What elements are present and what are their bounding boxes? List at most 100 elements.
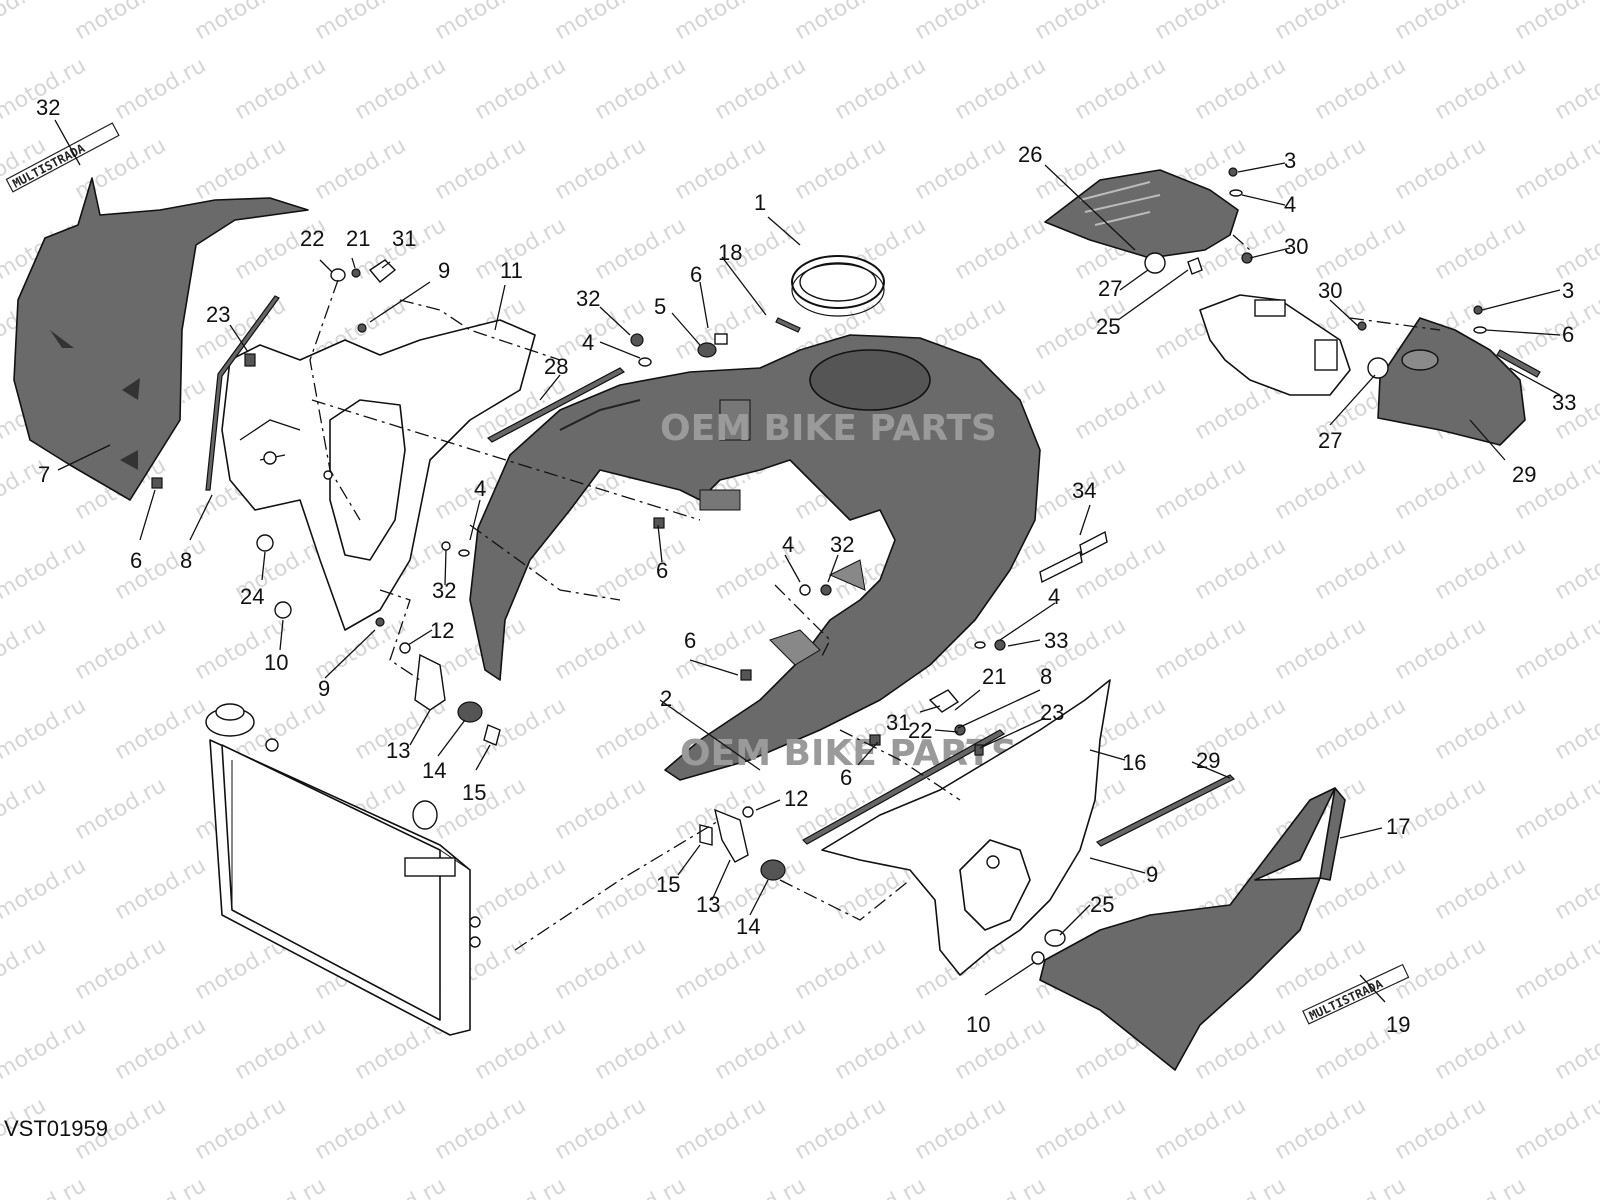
callout: 6 (130, 548, 142, 573)
watermark-text: motod.ru (311, 1093, 411, 1165)
upper-right-cover (1044, 169, 1239, 259)
right-inner-panel (821, 679, 1111, 976)
right-side-panel: MULTISTRADA (1039, 787, 1410, 1071)
watermark-text: motod.ru (1151, 0, 1251, 45)
left-inner-panel (221, 319, 536, 631)
watermark-text: motod.ru (1191, 53, 1291, 125)
callout: 13 (696, 892, 720, 917)
watermark-text: motod.ru (1511, 933, 1600, 1005)
callout: 22 (300, 226, 324, 251)
watermark-text: motod.ru (1391, 613, 1491, 685)
watermark-text: motod.ru (591, 1173, 691, 1200)
callout: 13 (386, 738, 410, 763)
watermark-text: motod.ru (1031, 1093, 1131, 1165)
callout: 24 (240, 584, 264, 609)
callout: 6 (656, 558, 668, 583)
rubber-strip-29a (487, 367, 625, 443)
watermark-text: motod.ru (1311, 533, 1411, 605)
callout: 12 (430, 618, 454, 643)
watermark-text: motod.ru (111, 533, 211, 605)
watermark-text: motod.ru (471, 53, 571, 125)
watermark-text: motod.ru (1511, 1093, 1600, 1165)
watermark-text: motod.ru (71, 0, 171, 45)
right-cover-28 (1377, 317, 1526, 446)
tank-cover (469, 334, 1041, 781)
watermark-text: motod.ru (831, 1173, 931, 1200)
callout: 8 (180, 548, 192, 573)
watermark-text: motod.ru (0, 1013, 90, 1085)
watermark-text: motod.ru (1391, 133, 1491, 205)
callout: 10 (264, 650, 288, 675)
watermark-text: motod.ru (951, 53, 1051, 125)
callout: 15 (656, 872, 680, 897)
filler-ring (791, 255, 885, 317)
watermark-text: motod.ru (1551, 1013, 1600, 1085)
callout: 30 (1318, 278, 1342, 303)
watermark-text: motod.ru (591, 53, 691, 125)
watermark-text: motod.ru (1511, 293, 1600, 365)
watermark-text: motod.ru (711, 533, 811, 605)
watermark-text: motod.ru (551, 773, 651, 845)
callout: 23 (1040, 700, 1064, 725)
watermark-text: motod.ru (1551, 853, 1600, 925)
watermark-text: motod.ru (671, 0, 771, 45)
callout: 32 (36, 95, 60, 120)
watermark-text: motod.ru (1311, 1173, 1411, 1200)
watermark-text: motod.ru (711, 1013, 811, 1085)
watermark-text: motod.ru (1271, 613, 1371, 685)
watermark-text: motod.ru (351, 53, 451, 125)
watermark-text: motod.ru (351, 1173, 451, 1200)
callout: 17 (1386, 814, 1410, 839)
callout: 29 (1512, 462, 1536, 487)
watermark-text: motod.ru (1191, 1013, 1291, 1085)
callout: 3 (1562, 278, 1574, 303)
watermark-text: motod.ru (1551, 213, 1600, 285)
callout: 6 (1562, 322, 1574, 347)
watermark-text: motod.ru (311, 133, 411, 205)
callout: 10 (966, 1012, 990, 1037)
watermark-text: motod.ru (951, 213, 1051, 285)
rubber-strip-29b (1095, 774, 1236, 847)
watermark-text: motod.ru (1391, 933, 1491, 1005)
watermark-text: motod.ru (911, 0, 1011, 45)
callout: 27 (1098, 276, 1122, 301)
watermark-text: motod.ru (1431, 213, 1531, 285)
part-18-strip (775, 317, 801, 333)
watermark-text: motod.ru (1071, 53, 1171, 125)
watermark-text: motod.ru (1551, 1173, 1600, 1200)
callout: 19 (1386, 1012, 1410, 1037)
watermark-text: motod.ru (311, 0, 411, 45)
watermark-text: motod.ru (311, 613, 411, 685)
callout: 3 (1284, 148, 1296, 173)
leader-lines (54, 119, 1561, 1003)
watermark-text: motod.ru (1151, 1093, 1251, 1165)
watermark-text: motod.ru (791, 1093, 891, 1165)
watermark-text: motod.ru (1551, 53, 1600, 125)
watermark-text: motod.ru (711, 1173, 811, 1200)
watermark-text: motod.ru (951, 1173, 1051, 1200)
watermark-text: motod.ru (711, 53, 811, 125)
watermark-text: motod.ru (231, 53, 331, 125)
watermark-text: motod.ru (0, 1173, 90, 1200)
callout-labels: 32 7 6 8 22 21 31 9 23 11 28 24 10 9 12 … (36, 95, 1576, 1037)
watermark-text: motod.ru (431, 0, 531, 45)
watermark-text: motod.ru (1031, 0, 1131, 45)
callout: 31 (392, 226, 416, 251)
right-bracket (1199, 294, 1351, 396)
watermark-text: motod.ru (0, 0, 50, 45)
watermark-text: motod.ru (1191, 1173, 1291, 1200)
watermark-text: motod.ru (1311, 693, 1411, 765)
watermark-text: motod.ru (551, 0, 651, 45)
trim-strip-left (205, 295, 280, 491)
watermark-text: motod.ru (231, 1173, 331, 1200)
watermark-text: motod.ru (1271, 1093, 1371, 1165)
watermark-text: motod.ru (1431, 853, 1531, 925)
diagram-code: VST01959 (4, 1116, 108, 1141)
watermark-text: motod.ru (551, 613, 651, 685)
callout: 6 (690, 262, 702, 287)
watermark-text: motod.ru (0, 533, 90, 605)
callout: 25 (1090, 892, 1114, 917)
callout: 32 (830, 532, 854, 557)
watermark-text: motod.ru (791, 0, 891, 45)
